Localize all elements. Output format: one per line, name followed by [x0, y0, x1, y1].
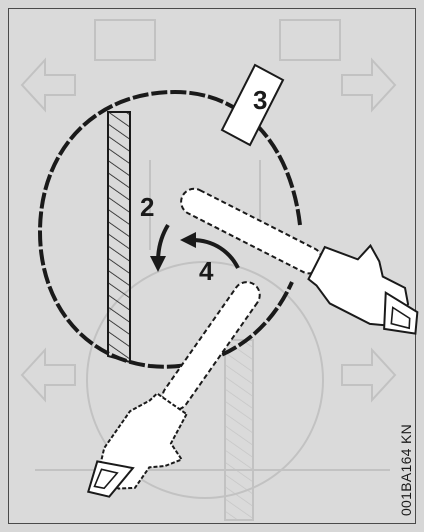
label-step-2: 2 — [140, 192, 154, 222]
chainsaw-lower — [86, 281, 261, 498]
chainsaw-upper — [180, 187, 419, 335]
wedge-marker — [220, 63, 285, 147]
hatched-notch — [107, 111, 131, 364]
arrow-step-4 — [180, 232, 240, 269]
figure-reference-code: 001BA164 KN — [398, 423, 414, 516]
label-step-4: 4 — [199, 256, 214, 286]
arrow-step-2 — [150, 223, 170, 272]
ghost-background-drawing — [20, 19, 397, 521]
label-step-3: 3 — [253, 85, 267, 115]
